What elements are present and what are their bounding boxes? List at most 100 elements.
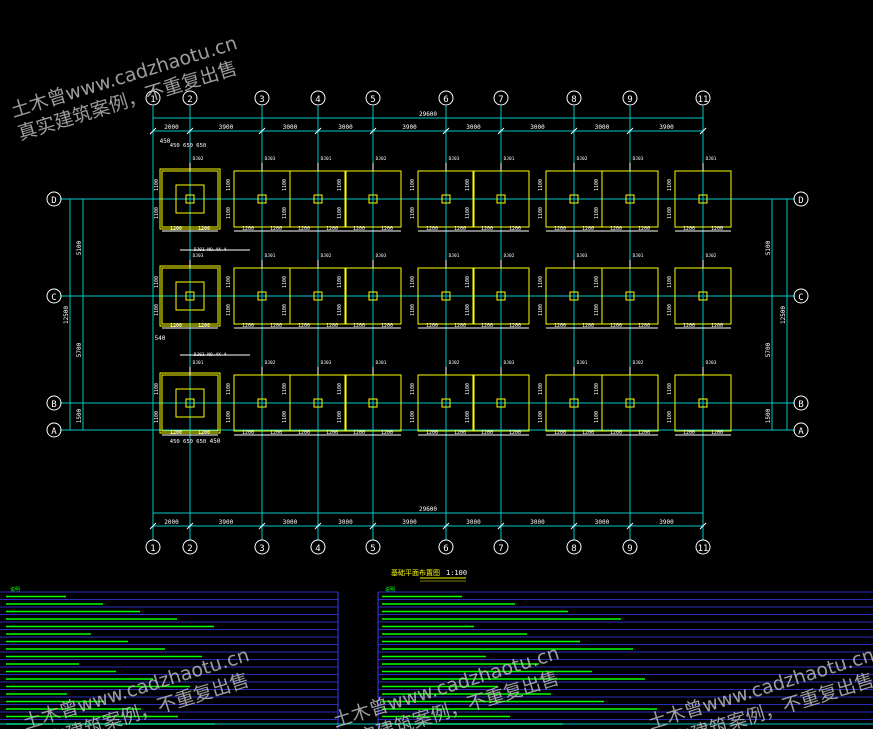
- column-section: [625, 194, 635, 204]
- axis-bubble-top: [695, 90, 711, 106]
- dimension-span: 2000: [164, 519, 179, 526]
- axis-label-top: 4: [315, 95, 320, 105]
- column-section: [185, 398, 195, 408]
- axis-bubble-bottom: [254, 539, 270, 555]
- footing-dim-right: 1200: [326, 430, 338, 436]
- dimension-span: 3000: [283, 519, 298, 526]
- footing-dim-left: 1200: [426, 226, 438, 232]
- footing-tag: DJ02: [265, 360, 276, 366]
- axis-label-bottom: 5: [370, 544, 375, 554]
- dimension-cb: 5700: [765, 342, 772, 357]
- dimension-tick: [570, 127, 578, 135]
- axis-label-top: 7: [498, 95, 503, 105]
- footing-dim-right: 1200: [454, 226, 466, 232]
- axis-bubble-top: [493, 90, 509, 106]
- axis-bubble-bottom: [182, 539, 198, 555]
- footing-dim-left: 1200: [426, 430, 438, 436]
- footing-dim-left: 1200: [610, 323, 622, 329]
- column-section: [441, 398, 451, 408]
- footing-pedestal: [175, 281, 205, 311]
- dimension-tick: [626, 127, 634, 135]
- footing-dim-right: 1200: [638, 430, 650, 436]
- footing-dim-left: 1200: [298, 226, 310, 232]
- column-section: [496, 398, 506, 408]
- axis-label-top: 1: [150, 95, 155, 105]
- footing-dim-down: 1100: [465, 207, 471, 219]
- axis-bubble-bottom: [145, 539, 161, 555]
- dimension-span: 2000: [164, 124, 179, 131]
- footing-dim-right: 1200: [326, 323, 338, 329]
- column-section: [569, 398, 579, 408]
- footing-dim-up: 1100: [337, 179, 343, 191]
- footing-dim-down: 1100: [594, 207, 600, 219]
- footing-tag: DJ03: [577, 253, 588, 259]
- dimension-tick: [497, 127, 505, 135]
- footing-dim-up: 1100: [410, 179, 416, 191]
- axis-label-top: 11: [698, 95, 709, 105]
- column-section: [368, 291, 378, 301]
- dimension-overall: 12500: [780, 306, 787, 324]
- axis-label-left: D: [51, 196, 56, 206]
- drawing-scale: 1:100: [446, 569, 467, 577]
- dimension-span: 3000: [283, 124, 298, 131]
- axis-bubble-bottom: [365, 539, 381, 555]
- column-section: [313, 194, 323, 204]
- footing-dim-right: 1200: [711, 226, 723, 232]
- footing-dim-up: 1100: [465, 383, 471, 395]
- footing-dim-down: 1100: [667, 304, 673, 316]
- footing-dim-down: 1100: [154, 411, 160, 423]
- axis-label-right: B: [798, 400, 803, 410]
- footing-dim-down: 1100: [538, 207, 544, 219]
- dimension-ba: 1500: [76, 408, 83, 423]
- footing-dim-down: 1100: [538, 411, 544, 423]
- footing-tag: DJ01: [633, 253, 644, 259]
- column-section: [569, 291, 579, 301]
- footing-dim-up: 1100: [538, 383, 544, 395]
- column-section: [496, 194, 506, 204]
- footing-tag: DJ03: [706, 360, 717, 366]
- footing-dim-up: 1100: [594, 179, 600, 191]
- axis-bubble-left: [46, 395, 62, 411]
- footing-tag: DJ01: [376, 360, 387, 366]
- footing-pedestal: [175, 388, 205, 418]
- axis-label-right: A: [798, 427, 804, 437]
- footing-dim-left: 1200: [353, 226, 365, 232]
- footing-dim-up: 1100: [282, 276, 288, 288]
- footing-dim-down: 1100: [538, 304, 544, 316]
- footing-dim-right: 1200: [270, 430, 282, 436]
- dimension-tick: [149, 127, 157, 135]
- footing-dim-right: 1200: [270, 323, 282, 329]
- footing-tag: DJ01: [449, 253, 460, 259]
- footing-dim-right: 1200: [582, 430, 594, 436]
- footing-tag: DJ03: [449, 156, 460, 162]
- footing-tag: DJ01: [193, 360, 204, 366]
- axis-label-top: 8: [571, 95, 576, 105]
- footing-dim-right: 1200: [381, 323, 393, 329]
- axis-bubble-right: [793, 422, 809, 438]
- axis-label-top: 3: [259, 95, 264, 105]
- footing-tag: DJ01: [265, 253, 276, 259]
- footing-dim-down: 1100: [337, 304, 343, 316]
- column-section: [698, 291, 708, 301]
- axis-label-top: 9: [627, 95, 632, 105]
- footing-dim-up: 1100: [410, 276, 416, 288]
- footing-dim-right: 1200: [198, 226, 210, 232]
- footing-dim-up: 1100: [226, 383, 232, 395]
- axis-bubble-top: [438, 90, 454, 106]
- footing-dim-right: 1200: [270, 226, 282, 232]
- axis-bubble-right: [793, 395, 809, 411]
- column-section: [625, 291, 635, 301]
- dimension-total: 29600: [419, 506, 437, 513]
- footing-dim-left: 1200: [481, 226, 493, 232]
- dimension-span: 3000: [466, 124, 481, 131]
- footing-dim-right: 1200: [582, 226, 594, 232]
- column-section: [257, 194, 267, 204]
- footing-dim-down: 1100: [282, 411, 288, 423]
- footing-dim-left: 1200: [683, 323, 695, 329]
- footing-dim-right: 1200: [198, 323, 210, 329]
- footing-dim-down: 1100: [594, 304, 600, 316]
- column-section: [185, 194, 195, 204]
- footing-tag: DJ03: [376, 253, 387, 259]
